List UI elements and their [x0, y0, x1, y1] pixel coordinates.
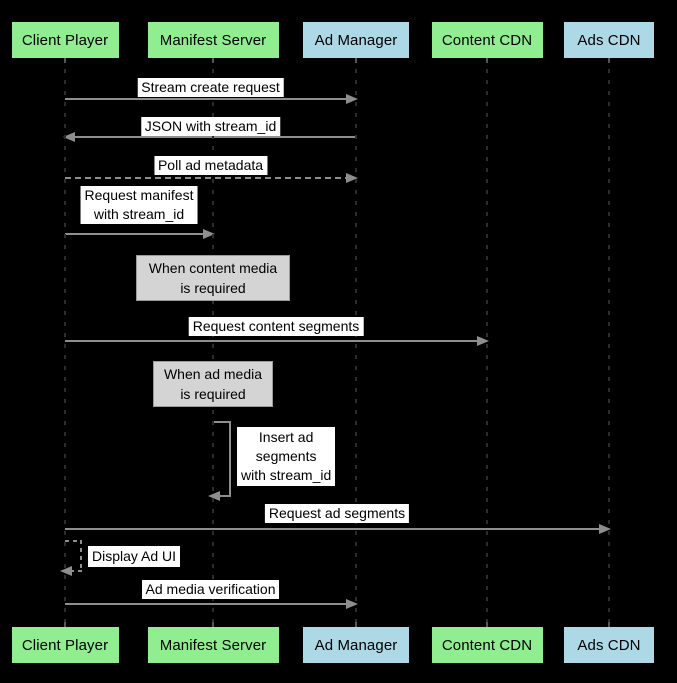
- lifeline-tick-bottom-content-cdn: [486, 622, 488, 627]
- message-arrow-line: [65, 603, 348, 605]
- actor-box-top-manifest-server: Manifest Server: [147, 22, 279, 58]
- actor-box-top-ads-cdn: Ads CDN: [564, 22, 654, 58]
- note-box: When content media is required: [136, 255, 290, 301]
- lifeline-tick-bottom-ads-cdn: [608, 622, 610, 627]
- lifeline-tick-top-manifest-server: [212, 58, 214, 63]
- arrowhead-icon: [346, 173, 358, 183]
- note-box: When ad media is required: [153, 361, 273, 407]
- lifeline-tick-bottom-client-player: [64, 622, 66, 627]
- lifeline-content-cdn: [486, 58, 488, 627]
- self-message-top-segment: [213, 421, 231, 423]
- message-label: Stream create request: [137, 78, 284, 97]
- lifeline-manifest-server: [212, 58, 214, 627]
- lifeline-tick-top-content-cdn: [486, 58, 488, 63]
- message-arrow-line: [65, 528, 601, 530]
- actor-box-bottom-client-player: Client Player: [11, 627, 119, 663]
- message-label: Request content segments: [188, 317, 364, 336]
- lifeline-tick-bottom-ad-manager: [355, 622, 357, 627]
- actor-box-top-content-cdn: Content CDN: [431, 22, 543, 58]
- actor-box-bottom-ads-cdn: Ads CDN: [564, 627, 654, 663]
- actor-box-top-ad-manager: Ad Manager: [303, 22, 409, 58]
- arrowhead-icon: [346, 599, 358, 609]
- arrowhead-icon: [60, 566, 72, 576]
- lifeline-tick-top-client-player: [64, 58, 66, 63]
- actor-box-top-client-player: Client Player: [11, 22, 119, 58]
- message-arrow-line: [65, 177, 348, 179]
- arrowhead-icon: [63, 132, 75, 142]
- lifeline-tick-top-ad-manager: [355, 58, 357, 63]
- message-arrow-line: [73, 136, 356, 138]
- arrowhead-icon: [208, 491, 220, 501]
- arrowhead-icon: [203, 229, 215, 239]
- lifeline-ad-manager: [355, 58, 357, 627]
- lifeline-tick-bottom-manifest-server: [212, 622, 214, 627]
- message-arrow-line: [65, 233, 205, 235]
- self-message-label: Display Ad UI: [88, 546, 181, 567]
- message-arrow-line: [65, 98, 348, 100]
- lifeline-client-player: [64, 58, 66, 627]
- self-message-label: Insert ad segments with stream_id: [237, 427, 336, 486]
- actor-box-bottom-manifest-server: Manifest Server: [147, 627, 279, 663]
- message-label: Request manifest with stream_id: [80, 186, 198, 224]
- self-message-vertical-segment: [229, 421, 231, 497]
- actor-box-bottom-content-cdn: Content CDN: [431, 627, 543, 663]
- arrowhead-icon: [599, 524, 611, 534]
- message-label: Poll ad metadata: [153, 156, 268, 175]
- message-label: JSON with stream_id: [140, 117, 281, 136]
- self-message-vertical-segment: [80, 540, 82, 572]
- self-message-top-segment: [65, 540, 82, 542]
- lifeline-tick-top-ads-cdn: [608, 58, 610, 63]
- lifeline-ads-cdn: [608, 58, 610, 627]
- arrowhead-icon: [346, 94, 358, 104]
- message-arrow-line: [65, 340, 479, 342]
- self-message-bottom-segment: [70, 570, 82, 572]
- arrowhead-icon: [477, 336, 489, 346]
- message-label: Ad media verification: [141, 580, 280, 599]
- self-message-bottom-segment: [218, 495, 231, 497]
- actor-box-bottom-ad-manager: Ad Manager: [303, 627, 409, 663]
- message-label: Request ad segments: [264, 504, 410, 523]
